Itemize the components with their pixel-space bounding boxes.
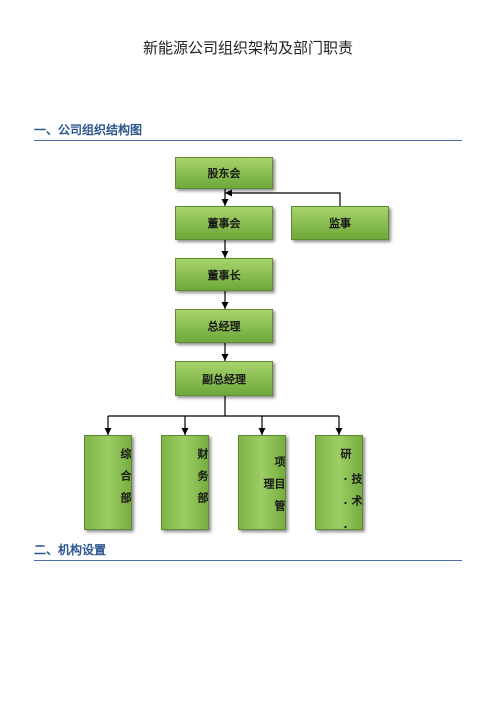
document-title: 新能源公司组织架构及部门职责	[142, 39, 353, 57]
section-heading-org-chart: 一、公司组织结构图	[34, 123, 143, 137]
org-node-department: 综合部	[84, 435, 132, 530]
org-node-board: 董事会	[175, 206, 273, 240]
org-node-general-manager: 总经理	[175, 309, 273, 343]
section-divider	[34, 140, 462, 141]
department-label: 综合部	[119, 448, 132, 514]
org-node-chairman: 董事长	[175, 258, 273, 291]
org-node-deputy-gm: 副总经理	[175, 361, 273, 396]
department-label: 技术研...	[339, 448, 363, 530]
section-heading-institution-setup: 二、机构设置	[34, 543, 107, 557]
org-node-supervisor: 监事	[291, 206, 389, 240]
org-node-department: 项目管理	[238, 435, 286, 530]
org-node-shareholders: 股东会	[175, 157, 273, 189]
org-node-department: 技术研...	[315, 435, 363, 530]
department-label: 项目管理	[262, 455, 286, 522]
org-node-department: 财务部	[161, 435, 209, 530]
section-divider	[34, 560, 462, 561]
department-label: 财务部	[196, 448, 209, 514]
connector-supervisor-shareholders	[225, 189, 341, 206]
